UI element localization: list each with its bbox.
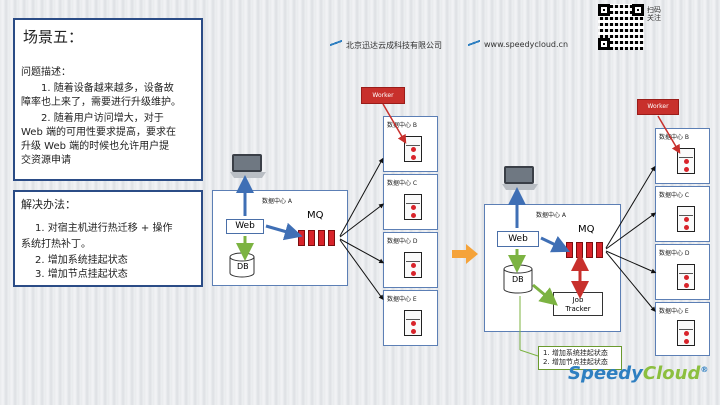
scenario-title: 场景五： — [23, 28, 84, 46]
suspend-state-note: 1. 增加系统挂起状态 2. 增加节点挂起状态 — [538, 346, 622, 370]
right-dc-b-label: 数据中心 B — [659, 134, 690, 141]
server-icon — [404, 252, 422, 278]
right-db-label: DB — [512, 275, 524, 284]
solution-line-3: 2. 增加系统挂起状态 — [35, 255, 128, 266]
problem-line-1: 1. 随着设备越来越多，设备故 — [41, 83, 174, 94]
transition-arrow-icon — [452, 244, 478, 268]
problem-line-5: 升级 Web 端的时候也允许用户提 — [21, 141, 170, 152]
left-datacenter-e: 数据中心 E — [383, 290, 438, 346]
note-line-2: 2. 增加节点挂起状态 — [543, 358, 608, 366]
qr-caption: 扫码关注 — [647, 6, 661, 22]
left-dc-d-label: 数据中心 D — [387, 238, 418, 245]
right-mq-label: MQ — [578, 224, 595, 235]
problem-line-3: 2. 随着用户访问增大，对于 — [41, 113, 164, 124]
job-tracker-line-2: Tracker — [565, 305, 591, 313]
qr-code-icon — [598, 4, 644, 50]
right-web-node: Web — [497, 231, 539, 247]
server-icon — [404, 136, 422, 162]
problem-line-6: 交资源申请 — [21, 155, 71, 166]
solution-line-4: 3. 增加节点挂起状态 — [35, 269, 128, 280]
server-icon — [404, 310, 422, 336]
brand-name-b: Cloud — [642, 363, 701, 384]
brand-name-a: Speedy — [568, 363, 643, 384]
job-tracker-node: Job Tracker — [553, 292, 603, 316]
laptop-icon — [500, 164, 540, 192]
solution-line-2: 系统打热补丁。 — [21, 239, 91, 250]
right-dc-c-label: 数据中心 C — [659, 192, 690, 199]
right-dc-d-label: 数据中心 D — [659, 250, 690, 257]
company-name: 北京迅达云成科技有限公司 — [346, 41, 442, 50]
left-dc-e-label: 数据中心 E — [387, 296, 417, 303]
left-dc-b-label: 数据中心 B — [387, 122, 418, 129]
left-mq-label: MQ — [307, 210, 324, 221]
right-dc-e-label: 数据中心 E — [659, 308, 689, 315]
website-link[interactable]: www.speedycloud.cn — [484, 40, 569, 49]
brand-mark: ® — [700, 365, 709, 374]
server-icon — [677, 148, 695, 174]
solution-panel: 解决办法： 1. 对宿主机进行热迁移 + 操作 系统打热补丁。 2. 增加系统挂… — [13, 190, 203, 287]
scenario-panel: 场景五： 问题描述： 1. 随着设备越来越多，设备故 障率也上来了，需要进行升级… — [13, 18, 203, 181]
laptop-icon — [228, 152, 268, 180]
right-dc-a-label: 数据中心 A — [536, 212, 567, 219]
solution-heading: 解决办法： — [21, 198, 76, 211]
job-tracker-line-1: Job — [572, 296, 584, 304]
left-db-label: DB — [237, 262, 249, 271]
left-worker-badge: Worker — [361, 87, 405, 104]
slash-icon — [468, 40, 480, 46]
left-datacenter-c: 数据中心 C — [383, 174, 438, 230]
slash-icon — [330, 40, 342, 46]
server-icon — [404, 194, 422, 220]
server-icon — [677, 264, 695, 290]
server-icon — [677, 320, 695, 346]
left-dc-a-label: 数据中心 A — [262, 198, 293, 205]
solution-line-1: 1. 对宿主机进行热迁移 + 操作 — [35, 223, 173, 234]
problem-heading: 问题描述： — [21, 67, 71, 78]
server-icon — [677, 206, 695, 232]
note-line-1: 1. 增加系统挂起状态 — [543, 349, 608, 357]
left-dc-c-label: 数据中心 C — [387, 180, 418, 187]
right-worker-badge: Worker — [637, 99, 679, 115]
problem-line-2: 障率也上来了，需要进行升级维护。 — [21, 97, 181, 108]
speedycloud-logo: SpeedyCloud® — [568, 363, 708, 384]
left-web-node: Web — [226, 219, 264, 234]
problem-line-4: Web 端的可用性要求提高，要求在 — [21, 127, 176, 138]
